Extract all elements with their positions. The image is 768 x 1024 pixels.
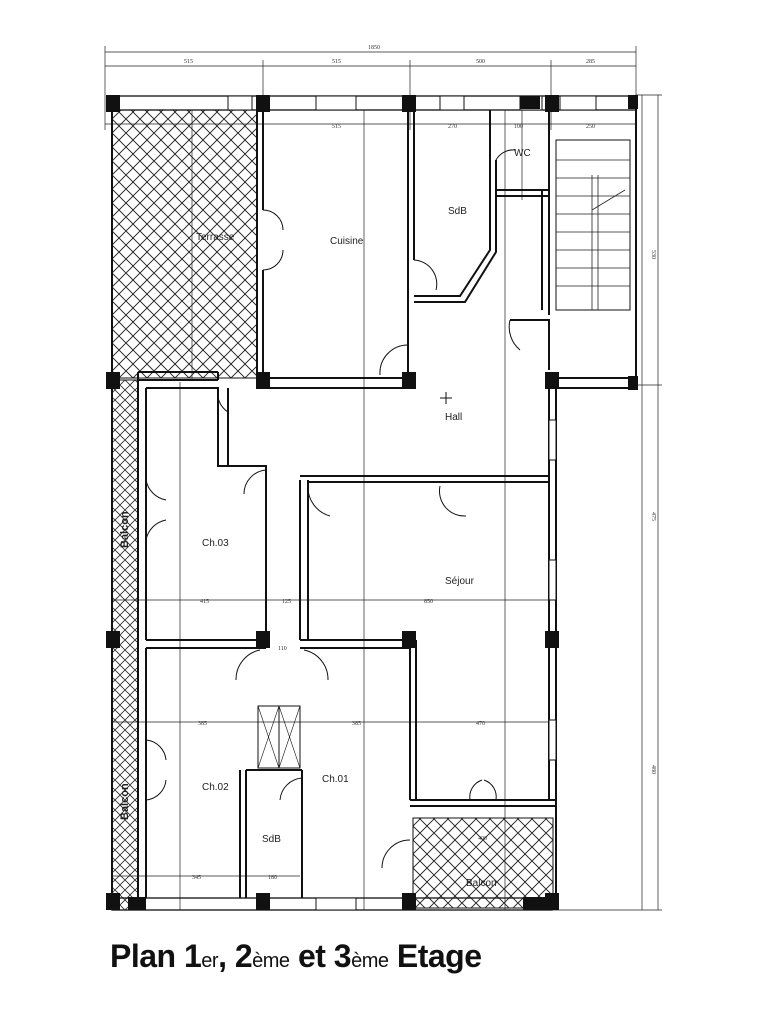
dim-right-530: 530 (650, 250, 656, 259)
room-label-hall: Hall (445, 412, 462, 423)
room-label-ch02: Ch.02 (202, 782, 229, 793)
dim-total-top: 1850 (368, 45, 380, 51)
title-part-1: Plan 1 (110, 938, 202, 974)
dim-inner-1: 515 (332, 124, 341, 130)
title-part-2: , 2 (218, 938, 253, 974)
dim-top-3: 500 (476, 59, 485, 65)
room-label-sdb-bottom: SdB (262, 834, 281, 845)
dim-row-415: 415 (200, 599, 209, 605)
dim-top-2: 515 (332, 59, 341, 65)
title-part-4: Etage (388, 938, 482, 974)
title-suffix-2: ème (252, 950, 290, 972)
dim-right-475: 475 (650, 512, 656, 521)
dim-row-400: 400 (478, 836, 487, 842)
dim-row-345: 345 (192, 875, 201, 881)
title-suffix-1: er (201, 950, 219, 972)
dim-top-1: 515 (184, 59, 193, 65)
dim-row-850: 850 (424, 599, 433, 605)
windows (227, 95, 597, 911)
room-label-sejour: Séjour (445, 576, 475, 587)
room-label-sdb-top: SdB (448, 206, 467, 217)
dim-right-480: 480 (650, 765, 656, 774)
room-label-balcon-left-top: Balcon (119, 511, 131, 548)
plan-title: Plan 1er, 2ème et 3ème Etage (110, 938, 482, 975)
room-label-ch03: Ch.03 (202, 538, 229, 549)
dim-inner-2: 270 (448, 124, 457, 130)
dim-inner-3: 100 (514, 124, 523, 130)
room-label-ch01: Ch.01 (322, 774, 349, 785)
title-part-3: et 3 (289, 938, 352, 974)
dim-row-385b: 385 (352, 721, 361, 727)
dim-row-125: 125 (282, 599, 291, 605)
room-label-balcon-bottom: Balcon (466, 878, 497, 889)
dim-row-470: 470 (476, 721, 485, 727)
dim-row-110: 110 (278, 646, 287, 652)
dim-inner-4: 250 (586, 124, 595, 130)
floor-plan: Terrasse Cuisine SdB WC Hall Ch.03 Séjou… (104, 45, 662, 911)
terrasse-hatch (111, 109, 258, 379)
balcon-bottom-hatch (412, 817, 554, 909)
room-label-cuisine: Cuisine (330, 236, 364, 247)
dim-row-180: 180 (268, 875, 277, 881)
dimension-lines (104, 46, 662, 911)
dim-row-385a: 385 (198, 721, 207, 727)
staircase (556, 159, 630, 310)
room-label-balcon-left-bottom: Balcon (119, 783, 131, 820)
room-label-terrasse: Terrasse (196, 232, 235, 243)
level-marker (440, 392, 452, 404)
columns (106, 95, 638, 910)
door-swings (145, 149, 521, 869)
room-label-wc: WC (514, 148, 531, 159)
title-suffix-3: ème (351, 950, 389, 972)
dim-top-4: 285 (586, 59, 595, 65)
